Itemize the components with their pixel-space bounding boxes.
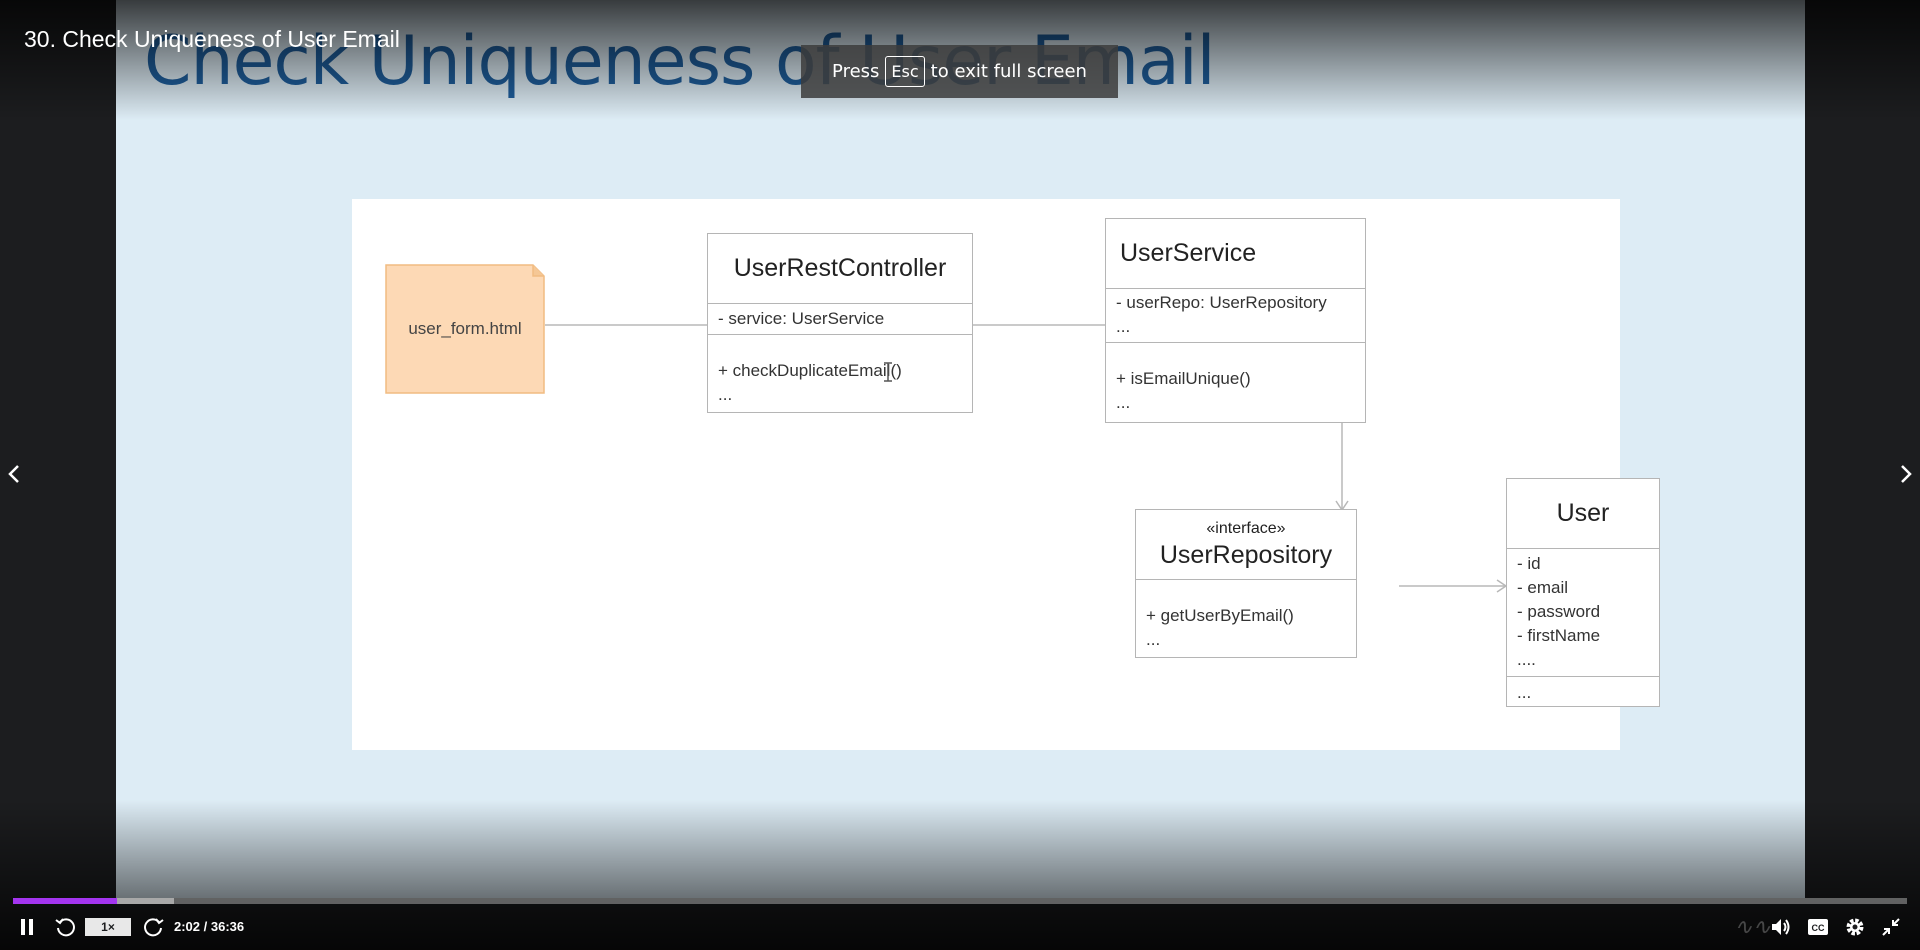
class-name: UserRepository bbox=[1159, 540, 1333, 569]
time-display: 2:02 / 36:36 bbox=[174, 919, 245, 934]
class-field: - email bbox=[1517, 578, 1569, 597]
fullscreen-toast: Press Esc to exit full screen bbox=[801, 45, 1118, 98]
class-method: ... bbox=[1146, 630, 1161, 649]
class-field: - password bbox=[1517, 602, 1601, 621]
class-method: ... bbox=[1517, 683, 1532, 702]
volume-icon bbox=[1772, 919, 1790, 935]
gear-icon bbox=[1846, 918, 1864, 936]
playback-speed-button[interactable]: 1× bbox=[85, 918, 131, 936]
chevron-right-icon bbox=[1901, 465, 1912, 483]
video-stage[interactable]: Check Uniqueness of User Email user_form… bbox=[116, 0, 1805, 898]
class-method: ... bbox=[718, 385, 733, 404]
toast-press: Press bbox=[832, 61, 880, 82]
class-method: + isEmailUnique() bbox=[1116, 369, 1251, 388]
exit-fullscreen-icon bbox=[1882, 918, 1900, 936]
class-method: + checkDuplicateEmail() bbox=[718, 361, 902, 380]
class-field: - userRepo: UserRepository bbox=[1116, 293, 1327, 312]
svg-text:CC: CC bbox=[1812, 923, 1825, 933]
note-user-form: user_form.html bbox=[385, 264, 545, 394]
class-method: + getUserByEmail() bbox=[1146, 606, 1294, 625]
class-user-rest-controller: UserRestController - service: UserServic… bbox=[707, 233, 973, 413]
class-field: - id bbox=[1517, 554, 1541, 573]
volume-button[interactable] bbox=[1766, 912, 1796, 942]
captions-icon: CC bbox=[1808, 919, 1828, 935]
settings-button[interactable] bbox=[1840, 912, 1870, 942]
brand-watermark-icon: ∿∿ bbox=[1734, 915, 1771, 940]
class-name: UserRestController bbox=[708, 234, 972, 304]
chevron-left-icon bbox=[8, 465, 19, 483]
class-field: ... bbox=[1116, 317, 1131, 336]
progress-bar[interactable] bbox=[13, 898, 1907, 904]
class-method: ... bbox=[1116, 393, 1131, 412]
class-name: User bbox=[1507, 479, 1659, 549]
pause-icon bbox=[21, 919, 33, 935]
uml-diagram: user_form.html UserRestController - serv… bbox=[352, 199, 1660, 750]
exit-fullscreen-button[interactable] bbox=[1876, 912, 1906, 942]
pause-button[interactable] bbox=[14, 912, 40, 942]
captions-button[interactable]: CC bbox=[1803, 912, 1833, 942]
class-user-repository: «interface» UserRepository + getUserByEm… bbox=[1135, 509, 1357, 658]
forward-button[interactable] bbox=[140, 912, 168, 942]
class-field: - firstName bbox=[1517, 626, 1601, 645]
forward-icon bbox=[144, 918, 164, 937]
progress-played bbox=[13, 898, 118, 904]
class-stereotype: «interface» bbox=[1206, 519, 1286, 537]
rewind-icon bbox=[55, 918, 75, 937]
lecture-title: 30. Check Uniqueness of User Email bbox=[24, 26, 400, 52]
toast-suffix: to exit full screen bbox=[930, 61, 1087, 82]
previous-lecture-button[interactable] bbox=[2, 462, 26, 486]
class-field: - service: UserService bbox=[718, 309, 885, 328]
rewind-button[interactable] bbox=[51, 912, 79, 942]
class-user-service: UserService - userRepo: UserRepository .… bbox=[1105, 218, 1366, 423]
esc-key: Esc bbox=[885, 56, 925, 87]
next-lecture-button[interactable] bbox=[1894, 462, 1918, 486]
class-name: UserService bbox=[1106, 219, 1365, 289]
player-controls: 1× 2:02 / 36:36 ∿∿ CC bbox=[0, 905, 1920, 950]
note-label: user_form.html bbox=[408, 319, 522, 338]
class-field: .... bbox=[1517, 650, 1536, 669]
class-user: User - id - email - password - firstName… bbox=[1506, 478, 1660, 707]
text-cursor-icon bbox=[884, 362, 892, 382]
